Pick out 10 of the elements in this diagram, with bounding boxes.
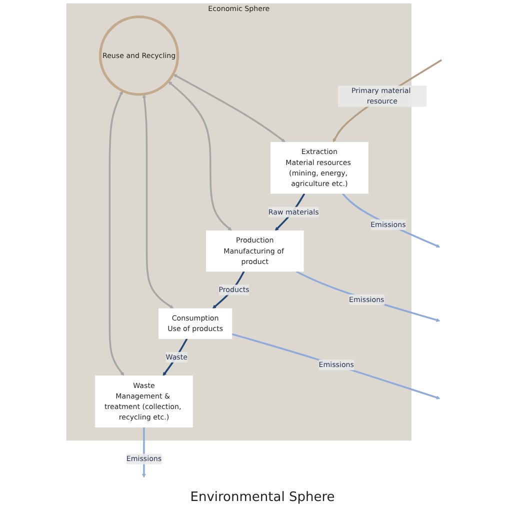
arrow <box>296 270 441 322</box>
arrow <box>142 94 174 309</box>
arrow <box>232 333 441 400</box>
arrow <box>333 59 442 142</box>
arrow <box>168 81 232 231</box>
sphere-label: Environmental Sphere <box>190 490 335 505</box>
arrow <box>173 74 286 142</box>
arrow <box>109 90 125 376</box>
arrow <box>163 338 188 376</box>
arrow <box>342 192 441 248</box>
